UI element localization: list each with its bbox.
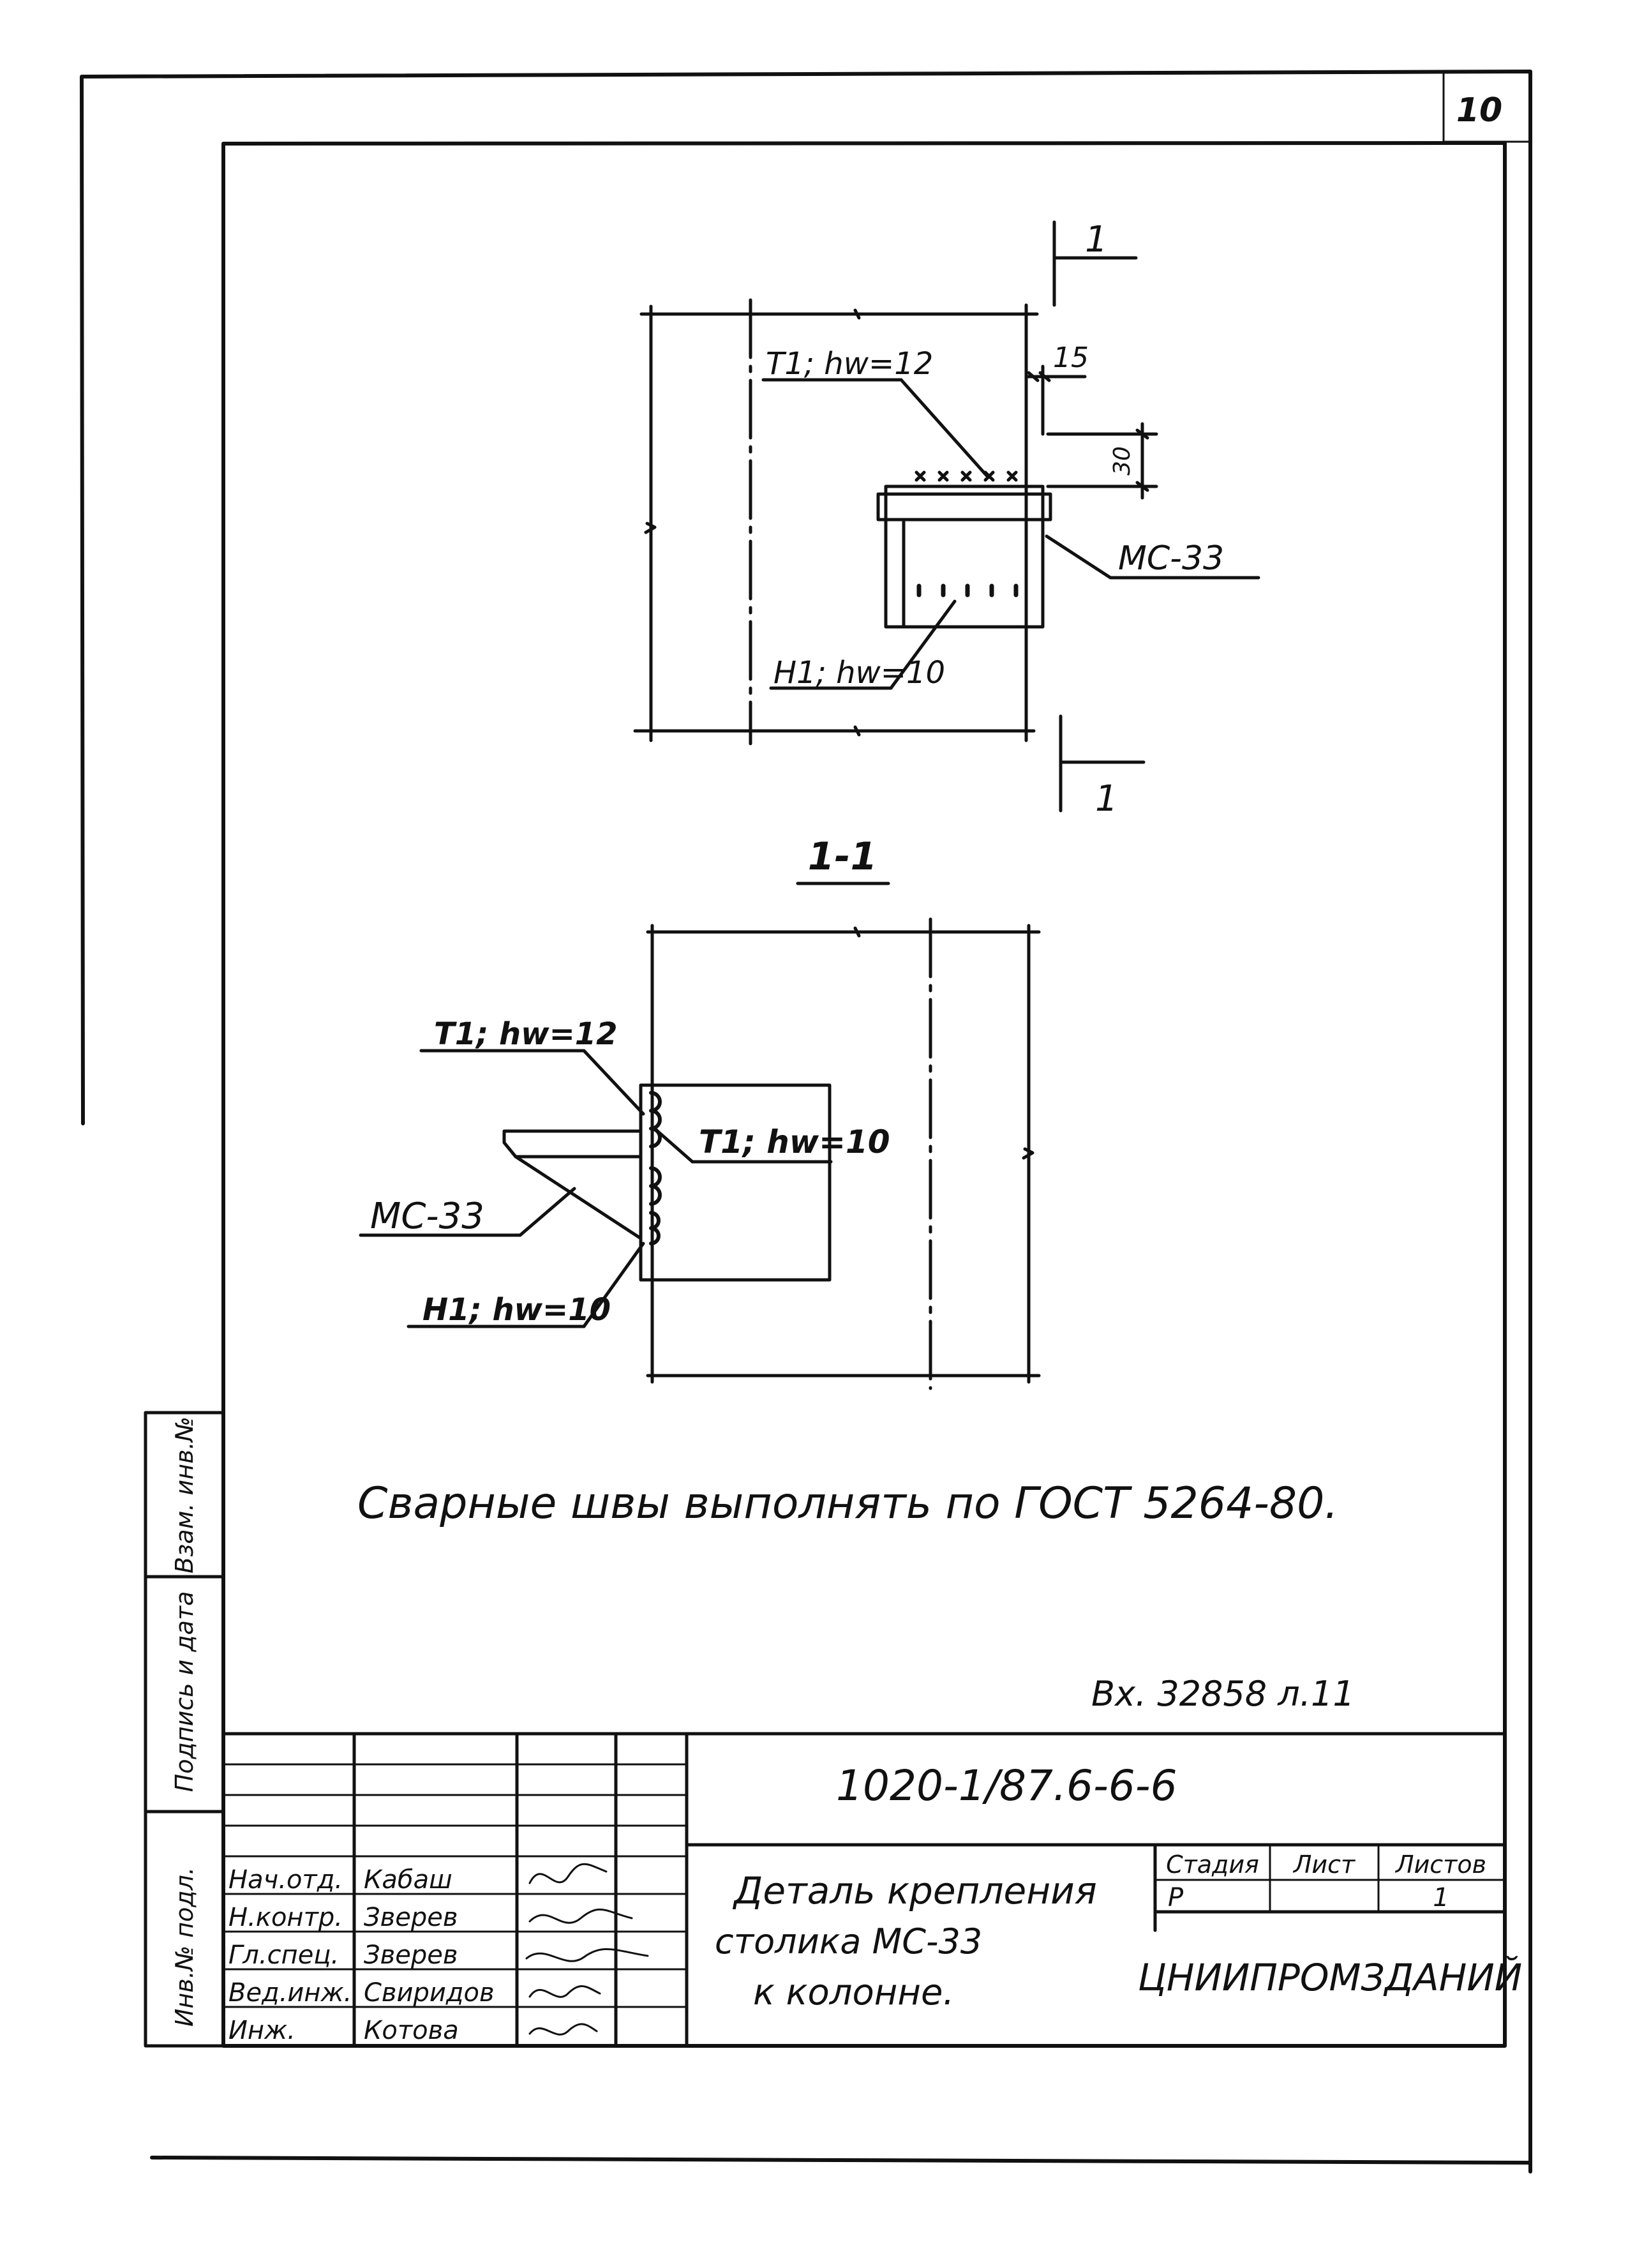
plan-view — [633, 220, 1260, 813]
plan-weld-bottom-label: H1; hw=10 — [773, 655, 945, 691]
drawing-title-line2: столика МС-33 — [715, 1921, 982, 1962]
sheets-value: 1 — [1433, 1883, 1449, 1912]
stage-header: Стадия — [1166, 1851, 1259, 1879]
outer-frame — [80, 70, 1532, 2174]
signature-role: Н.контр. — [228, 1903, 343, 1932]
section-marker-top-label: 1 — [1085, 219, 1108, 260]
section-marker-bottom-label: 1 — [1095, 778, 1118, 820]
organization-name: ЦНИИПРОМЗДАНИЙ — [1138, 1955, 1522, 1999]
plan-part-label: MC-33 — [1118, 539, 1224, 578]
sheet-header: Лист — [1292, 1851, 1356, 1879]
section-weld-mid-label: T1; hw=10 — [699, 1123, 890, 1160]
incoming-stamp: Вх. 32858 л.11 — [1091, 1674, 1355, 1714]
stage-value: Р — [1168, 1883, 1184, 1912]
signature-name: Кабаш — [364, 1865, 452, 1895]
side-strip-signature-label: Подпись и дата — [170, 1591, 198, 1792]
signature-role: Инж. — [228, 2016, 295, 2045]
section-weld-bottom-label: H1; hw=10 — [422, 1292, 611, 1328]
signature-name: Зверев — [364, 1903, 458, 1932]
signature-scribble — [528, 1863, 608, 1884]
plan-dimension-15: 15 — [1053, 342, 1089, 374]
drawing-title-line1: Деталь крепления — [732, 1869, 1097, 1912]
inner-frame — [221, 141, 1507, 2048]
side-strip-inv-label: Инв.№ подл. — [170, 1867, 198, 2027]
document-code: 1020-1/87.6-6-6 — [836, 1761, 1177, 1810]
signature-role: Гл.спец. — [228, 1941, 339, 1970]
signature-name: Зверев — [364, 1941, 458, 1970]
section-title: 1-1 — [808, 834, 877, 879]
signature-scribble — [528, 2023, 598, 2036]
signature-rows: Нач.отд. Кабаш Н.контр. Зверев Гл.спец. … — [228, 1863, 649, 2045]
signature-role: Нач.отд. — [228, 1865, 343, 1895]
section-view — [359, 917, 1041, 1390]
signature-scribble — [528, 1908, 633, 1924]
general-note: Сварные швы выполнять по ГОСТ 5264-80. — [357, 1478, 1338, 1529]
signature-name: Котова — [364, 2016, 459, 2045]
page-number: 10 — [1456, 91, 1502, 130]
signature-role: Вед.инж. — [228, 1978, 352, 2008]
signature-scribble — [528, 1985, 601, 1998]
signature-name: Свиридов — [364, 1978, 495, 2008]
drawing-title-line3: к колонне. — [753, 1972, 954, 2013]
section-weld-top-label: T1; hw=12 — [434, 1016, 618, 1052]
plan-weld-top-label: T1; hw=12 — [766, 346, 933, 382]
side-strip-replace-label: Взам. инв.№ — [170, 1416, 198, 1573]
side-strip — [144, 1411, 225, 2048]
sheets-header: Листов — [1394, 1851, 1486, 1879]
plan-dimension-30: 30 — [1109, 446, 1135, 476]
signature-scribble — [525, 1948, 649, 1962]
title-block — [221, 1732, 1507, 2048]
section-part-label: MC-33 — [370, 1196, 484, 1237]
